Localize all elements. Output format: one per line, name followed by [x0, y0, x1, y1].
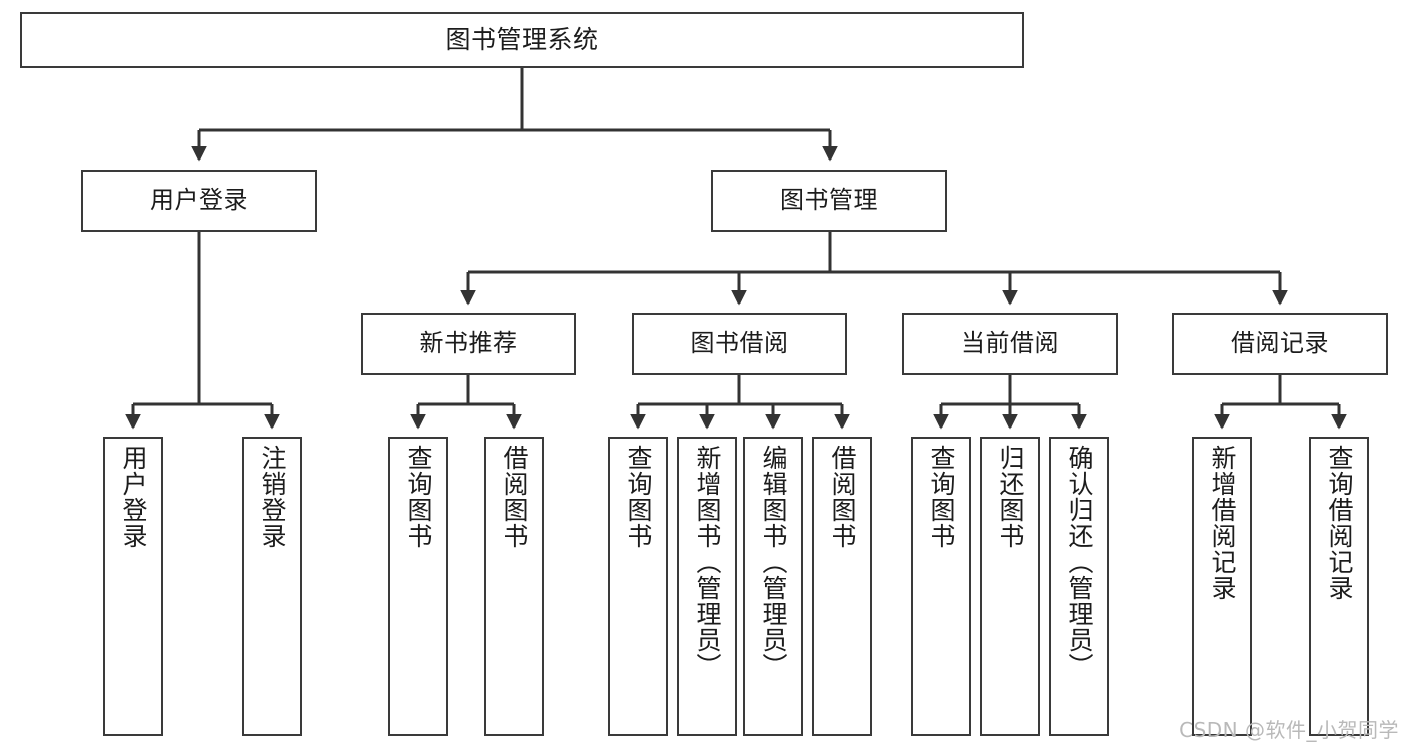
leaf-recommend-borrow-book[interactable]: 借阅图书	[484, 437, 544, 736]
node-label: 新增图书（管理员）	[693, 445, 722, 679]
node-label: 借阅图书	[500, 445, 529, 549]
leaf-recommend-query-book[interactable]: 查询图书	[388, 437, 448, 736]
leaf-borrow-borrow-book[interactable]: 借阅图书	[812, 437, 872, 736]
node-current-borrow[interactable]: 当前借阅	[902, 313, 1118, 375]
node-label: 查询借阅记录	[1325, 445, 1354, 601]
node-new-book-recommend[interactable]: 新书推荐	[361, 313, 576, 375]
leaf-borrow-edit-book-admin[interactable]: 编辑图书（管理员）	[743, 437, 803, 736]
leaf-user-login-login[interactable]: 用户登录	[103, 437, 163, 736]
node-borrow-record[interactable]: 借阅记录	[1172, 313, 1388, 375]
node-label: 用户登录	[119, 445, 148, 549]
node-label: 新书推荐	[419, 329, 518, 358]
node-label: 图书管理	[780, 186, 878, 215]
leaf-current-query-book[interactable]: 查询图书	[911, 437, 971, 736]
leaf-record-add-record[interactable]: 新增借阅记录	[1192, 437, 1252, 736]
node-label: 当前借阅	[961, 329, 1059, 358]
leaf-current-return-book[interactable]: 归还图书	[980, 437, 1040, 736]
node-label: 查询图书	[404, 445, 433, 549]
leaf-borrow-add-book-admin[interactable]: 新增图书（管理员）	[677, 437, 737, 736]
node-label: 确认归还（管理员）	[1065, 445, 1094, 679]
node-label: 借阅图书	[828, 445, 857, 549]
node-book-management[interactable]: 图书管理	[711, 170, 947, 232]
node-label: 查询图书	[927, 445, 956, 549]
node-label: 借阅记录	[1231, 329, 1329, 358]
csdn-watermark: CSDN @软件_小贺同学	[1179, 718, 1399, 742]
node-root-system[interactable]: 图书管理系统	[20, 12, 1024, 68]
node-label: 注销登录	[258, 445, 287, 549]
node-label: 查询图书	[624, 445, 653, 549]
node-label: 图书管理系统	[445, 24, 599, 54]
node-book-borrow[interactable]: 图书借阅	[632, 313, 847, 375]
node-label: 编辑图书（管理员）	[759, 445, 788, 679]
leaf-record-query-record[interactable]: 查询借阅记录	[1309, 437, 1369, 736]
leaf-current-confirm-return-admin[interactable]: 确认归还（管理员）	[1049, 437, 1109, 736]
leaf-user-login-logout[interactable]: 注销登录	[242, 437, 302, 736]
node-label: 新增借阅记录	[1208, 445, 1237, 601]
leaf-borrow-query-book[interactable]: 查询图书	[608, 437, 668, 736]
node-label: 图书借阅	[690, 329, 789, 358]
node-label: 归还图书	[996, 445, 1025, 549]
node-user-login[interactable]: 用户登录	[81, 170, 317, 232]
node-label: 用户登录	[150, 186, 248, 215]
